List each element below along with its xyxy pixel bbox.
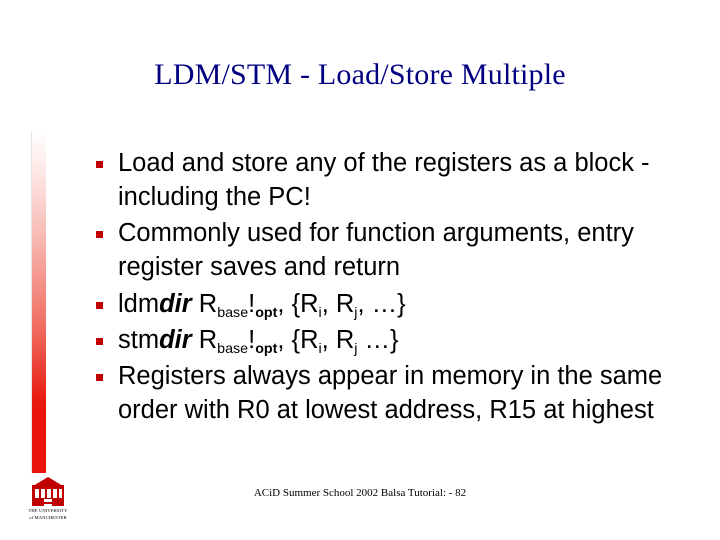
stm-sep: , R: [321, 325, 355, 354]
stm-mnemonic: stm: [118, 325, 160, 354]
stm-list-close: …}: [357, 325, 399, 354]
list-item: stmdir Rbase!opt, {Ri, Rj …}: [96, 323, 700, 357]
logo-caption-line1: THE UNIVERSITY: [28, 508, 68, 513]
stm-opt-superscript: opt: [255, 340, 278, 357]
ldm-bang: !: [248, 289, 256, 318]
list-item: Registers always appear in memory in the…: [96, 359, 700, 427]
ldm-base-subscript: base: [217, 304, 249, 321]
stm-ri-subscript: i: [318, 340, 322, 357]
bullet-marker-icon: [96, 287, 118, 312]
stm-bang: !: [248, 325, 256, 354]
decorative-gradient-bar: [31, 131, 46, 473]
ldm-list-close: , …}: [357, 289, 406, 318]
stm-dir-suffix: dir: [159, 325, 192, 354]
ldm-rj-subscript: j: [354, 304, 358, 321]
bullet-list: Load and store any of the registers as a…: [96, 146, 700, 429]
page-title: LDM/STM - Load/Store Multiple: [154, 58, 566, 91]
stm-list-open: , {R: [277, 325, 319, 354]
bullet-marker-icon: [96, 323, 118, 348]
bullet-marker-icon: [96, 216, 118, 241]
bullet-text-1: Load and store any of the registers as a…: [118, 149, 650, 212]
list-item: Commonly used for function arguments, en…: [96, 216, 700, 284]
ldm-rbase: R: [191, 289, 218, 318]
logo-caption-line2: of MANCHESTER: [29, 514, 67, 520]
list-item: Load and store any of the registers as a…: [96, 146, 700, 214]
bullet-marker-icon: [96, 359, 118, 384]
stm-base-subscript: base: [217, 340, 249, 357]
ldm-ri-subscript: i: [318, 304, 322, 321]
university-crest-logo: THE UNIVERSITY of MANCHESTER: [20, 477, 76, 525]
bullet-text-4: stmdir Rbase!opt, {Ri, Rj …}: [118, 323, 700, 357]
stm-rj-subscript: j: [354, 340, 358, 357]
crest-icon: [30, 477, 66, 507]
ldm-mnemonic: ldm: [118, 289, 160, 318]
ldm-dir-suffix: dir: [159, 289, 192, 318]
bullet-text-3: ldmdir Rbase!opt, {Ri, Rj, …}: [118, 287, 700, 321]
footer-citation: ACiD Summer School 2002 Balsa Tutorial: …: [253, 487, 467, 499]
stm-rbase: R: [191, 325, 218, 354]
bullet-text-2: Commonly used for function arguments, en…: [118, 219, 634, 282]
list-item: ldmdir Rbase!opt, {Ri, Rj, …}: [96, 287, 700, 321]
bullet-marker-icon: [96, 146, 118, 171]
ldm-sep: , R: [321, 289, 355, 318]
bullet-text-5: Registers always appear in memory in the…: [118, 361, 663, 425]
ldm-opt-superscript: opt: [255, 304, 278, 321]
ldm-list-open: , {R: [277, 289, 319, 318]
